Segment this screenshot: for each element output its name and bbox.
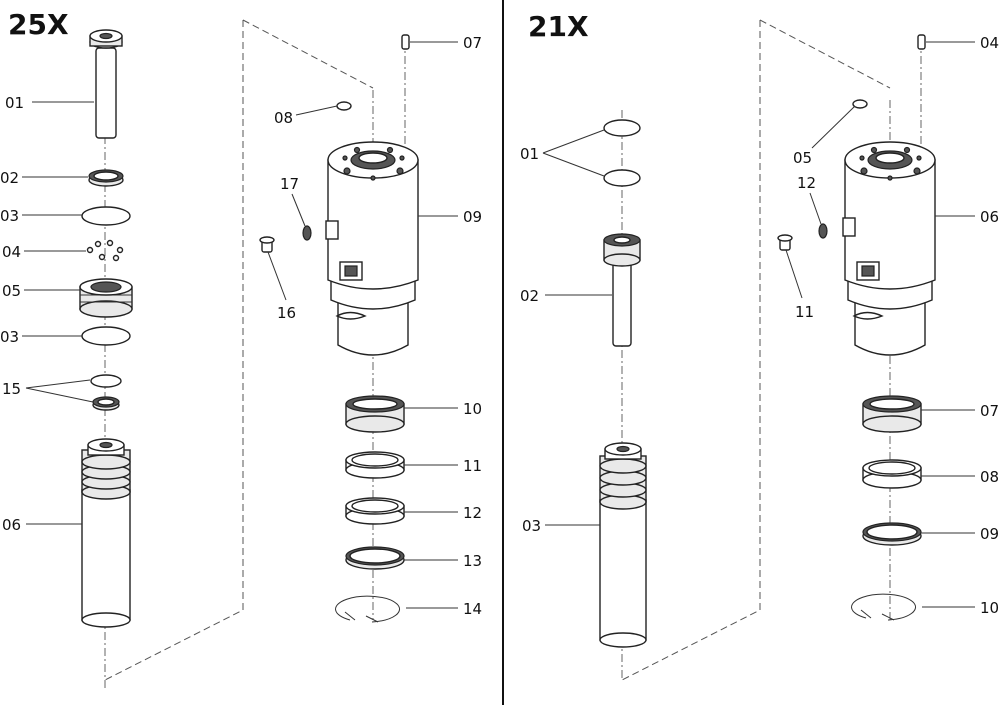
- callout-21x-11: 11: [795, 303, 814, 321]
- callout-21x-03: 03: [522, 517, 541, 535]
- callout-21x-10: 10: [980, 599, 999, 617]
- callout-21x-02: 02: [520, 287, 539, 305]
- callout-25x-06: 06: [2, 516, 21, 534]
- callout-25x-17: 17: [280, 175, 299, 193]
- callout-25x-02: 02: [0, 169, 19, 187]
- callouts-21x: 01 02 03 04 05 06 12 11 07 08 09 10: [520, 34, 999, 617]
- part-11-ring: [345, 451, 405, 479]
- callout-21x-05: 05: [793, 149, 812, 167]
- panel-title-21x: 21X: [528, 10, 589, 43]
- part-12-ring: [345, 497, 405, 525]
- part-17-washer: [302, 225, 312, 241]
- panel-25x: [79, 19, 419, 690]
- callout-25x-01: 01: [5, 94, 24, 112]
- callout-21x-04: 04: [980, 34, 999, 52]
- callout-21x-12: 12: [797, 174, 816, 192]
- part-16-plug: [259, 236, 275, 253]
- part-05-bearing: [79, 278, 133, 318]
- callout-21x-08: 08: [980, 468, 999, 486]
- callout-25x-08: 08: [274, 109, 293, 127]
- panel-title-25x: 25X: [8, 8, 69, 41]
- callout-25x-12: 12: [463, 504, 482, 522]
- part-21x-11-plug: [777, 234, 793, 251]
- part-01-shaft: [89, 29, 123, 139]
- callout-25x-03b: 03: [0, 328, 19, 346]
- panel-21x: [599, 19, 936, 681]
- part-21x-06-housing: [842, 141, 936, 356]
- part-10-bearing-ring: [345, 395, 405, 433]
- part-21x-07-bearing-ring: [862, 395, 922, 433]
- part-15-rings: [90, 374, 122, 411]
- callout-25x-04: 04: [2, 243, 21, 261]
- callout-25x-09: 09: [463, 208, 482, 226]
- callouts-25x: 01 02 03 04 05 03 15 06 07 08 09 17 16 1…: [0, 34, 482, 618]
- callout-25x-14: 14: [463, 600, 482, 618]
- part-21x-08-ring: [862, 459, 922, 489]
- callout-21x-07: 07: [980, 402, 999, 420]
- part-21x-12-washer: [818, 223, 828, 239]
- part-03-o-ring-lower: [81, 326, 131, 346]
- callout-25x-07: 07: [463, 34, 482, 52]
- callout-21x-09: 09: [980, 525, 999, 543]
- part-14-circlip: [335, 595, 401, 623]
- part-21x-10-circlip: [851, 593, 917, 621]
- part-21x-05-washer: [852, 99, 868, 109]
- part-21x-02-shaft: [603, 233, 641, 347]
- callout-25x-05: 05: [2, 282, 21, 300]
- callout-25x-03: 03: [0, 207, 19, 225]
- part-21x-01-o-ring-bottom: [603, 169, 641, 187]
- part-07-pin: [401, 34, 410, 50]
- callout-25x-16: 16: [277, 304, 296, 322]
- callout-21x-01: 01: [520, 145, 539, 163]
- callout-25x-15: 15: [2, 380, 21, 398]
- part-21x-01-o-ring-top: [603, 119, 641, 137]
- part-21x-03-cylinder: [599, 442, 647, 648]
- part-21x-09-ring: [862, 522, 922, 546]
- part-21x-04-pin: [917, 34, 926, 50]
- part-06-cylinder: [81, 438, 131, 628]
- part-09-housing: [325, 141, 419, 356]
- callout-25x-13: 13: [463, 552, 482, 570]
- callout-21x-06: 06: [980, 208, 999, 226]
- callout-25x-10: 10: [463, 400, 482, 418]
- part-13-ring: [345, 546, 405, 570]
- callout-25x-11: 11: [463, 457, 482, 475]
- part-03-o-ring: [81, 206, 131, 226]
- part-08-washer: [336, 101, 352, 111]
- part-02-seal: [88, 169, 124, 187]
- part-04-balls: [86, 239, 124, 262]
